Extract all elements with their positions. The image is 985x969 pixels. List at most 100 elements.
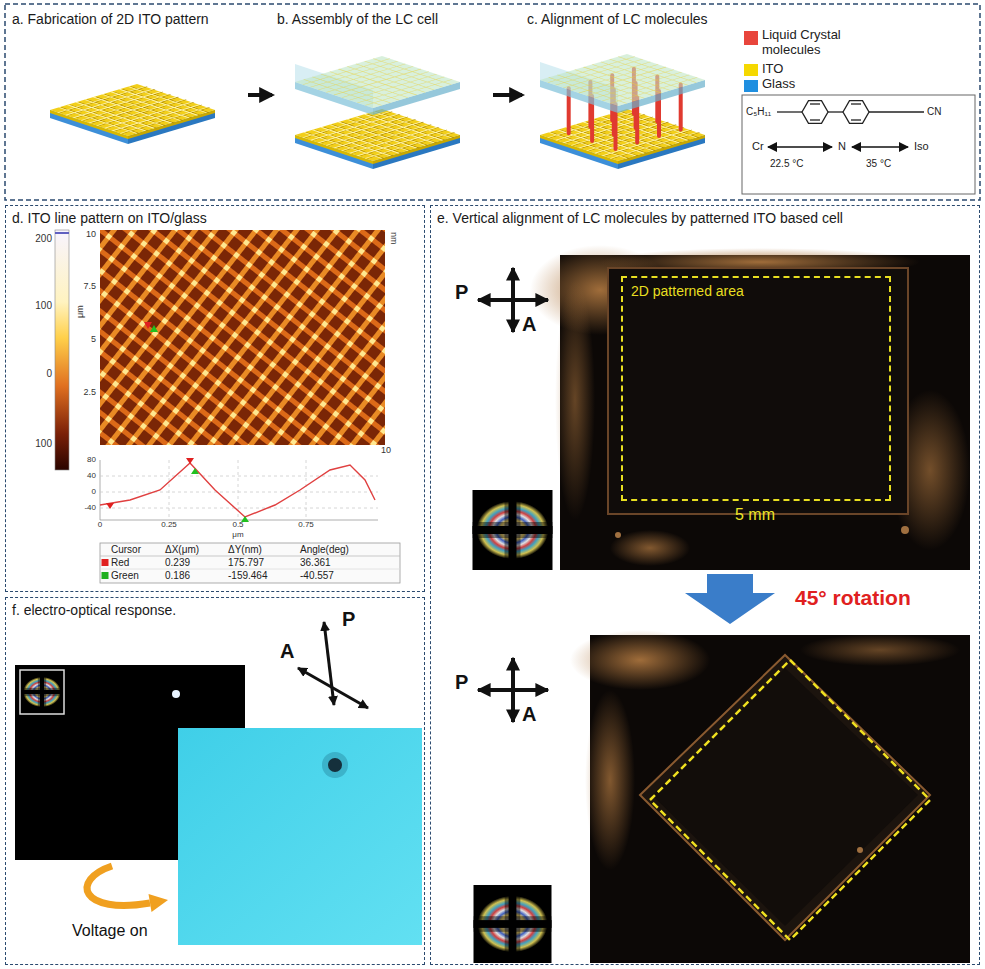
color-scale bbox=[55, 230, 69, 470]
rotation-arrow bbox=[685, 574, 775, 624]
chem-formula: C₅H₁₁ bbox=[746, 106, 771, 117]
axis-tick: 0.25 bbox=[161, 521, 177, 530]
glass-plate bbox=[295, 56, 460, 115]
region-outline: 2D patterned area bbox=[621, 276, 891, 501]
scale-tick: 100 bbox=[35, 300, 52, 311]
table-cell: -40.557 bbox=[300, 570, 334, 581]
axis-tick: 80 bbox=[87, 456, 96, 465]
structure-box bbox=[742, 95, 975, 194]
table-cell: 0.239 bbox=[165, 557, 190, 568]
axis-tick: 7.5 bbox=[83, 282, 96, 292]
polarizer-mark: P bbox=[455, 671, 468, 693]
panel-heading: c. Alignment of LC molecules bbox=[527, 11, 708, 28]
axis-tick: 0 bbox=[92, 488, 96, 497]
step-panel: a. Fabrication of 2D ITO pattern bbox=[10, 8, 245, 158]
scale-marker bbox=[55, 232, 69, 234]
axis-tick: 0.5 bbox=[232, 521, 243, 530]
table-cell: Red bbox=[111, 557, 129, 568]
table-header: ΔX(μm) bbox=[165, 544, 199, 555]
polarizer-mark: P bbox=[342, 608, 355, 630]
table-header: Cursor bbox=[111, 544, 141, 555]
action-label: Voltage on bbox=[72, 922, 148, 940]
panel-heading: 2D patterned area bbox=[631, 283, 744, 300]
table-header: Angle(deg) bbox=[300, 544, 349, 555]
panel-heading: a. Fabrication of 2D ITO pattern bbox=[12, 11, 209, 28]
defect-halo bbox=[322, 752, 348, 778]
scale-label: 5 mm bbox=[735, 506, 775, 524]
table-cell: Green bbox=[111, 570, 139, 581]
polarizer-cross bbox=[298, 622, 368, 708]
phase-name: Iso bbox=[914, 140, 929, 152]
legend-text: Glass bbox=[762, 77, 872, 92]
table-cell: 0.186 bbox=[165, 570, 190, 581]
polarizer-cross bbox=[478, 658, 548, 722]
analyzer-mark: A bbox=[280, 640, 294, 662]
axis-tick: -40 bbox=[84, 504, 96, 513]
arrow-head bbox=[149, 894, 169, 912]
defect-dot bbox=[328, 758, 342, 772]
profile-plot bbox=[100, 458, 378, 522]
pom-texture bbox=[530, 245, 970, 566]
analyzer-mark: A bbox=[522, 703, 536, 725]
axis-unit: μm bbox=[232, 531, 243, 540]
axis-tick: 2.5 bbox=[83, 388, 96, 398]
chem-group: CN bbox=[927, 106, 941, 117]
on-state-image bbox=[178, 728, 422, 945]
defect-dot bbox=[172, 690, 180, 698]
phase-name: N bbox=[838, 140, 846, 152]
table-header: ΔY(nm) bbox=[228, 544, 262, 555]
inset-frame bbox=[20, 670, 64, 714]
rotation-label: 45° rotation bbox=[795, 586, 911, 609]
panel-heading: b. Assembly of the LC cell bbox=[277, 11, 438, 28]
step-panel: c. Alignment of LC molecules bbox=[525, 8, 730, 158]
axis-tick: 0.75 bbox=[298, 521, 314, 530]
phase-name: Cr bbox=[752, 140, 764, 152]
axis-unit: μm bbox=[76, 305, 86, 318]
panel-heading: e. Vertical alignment of LC molecules by… bbox=[437, 210, 843, 227]
panel-outline bbox=[5, 4, 980, 200]
cursor-marks bbox=[144, 322, 158, 332]
table-cell: -159.464 bbox=[228, 570, 267, 581]
scale-tick: 100 bbox=[35, 438, 52, 449]
legend-swatch bbox=[744, 31, 758, 45]
axis-tick: 10 bbox=[381, 446, 391, 456]
legend-swatch bbox=[744, 64, 758, 76]
axis-tick: 10 bbox=[86, 230, 96, 240]
scale-tick: 200 bbox=[35, 233, 52, 244]
flow-arrow bbox=[248, 93, 272, 97]
panel-heading: d. ITO line pattern on ITO/glass bbox=[12, 210, 207, 227]
analyzer-mark: A bbox=[522, 313, 536, 335]
curved-arrow bbox=[87, 866, 150, 905]
legend-text: ITO bbox=[762, 62, 872, 77]
axis-tick: 40 bbox=[87, 472, 96, 481]
pom-texture bbox=[570, 630, 960, 940]
measure-table bbox=[100, 543, 400, 583]
legend-text: Liquid Crystal molecules bbox=[762, 28, 882, 58]
transition-temp: 35 °C bbox=[866, 158, 891, 169]
panel-box: f. electro-optical response. bbox=[5, 597, 425, 965]
ito-plate bbox=[295, 109, 462, 169]
rotated-area-outline bbox=[650, 660, 930, 940]
panel-box: d. ITO line pattern on ITO/glass bbox=[5, 205, 425, 592]
glass-plate bbox=[540, 54, 705, 113]
table-cell: 175.797 bbox=[228, 557, 264, 568]
panel-box: e. Vertical alignment of LC molecules by… bbox=[430, 205, 980, 965]
conoscopic-inset bbox=[473, 490, 553, 570]
axis-tick: 0 bbox=[98, 521, 102, 530]
conoscopic-inset bbox=[474, 885, 552, 963]
step-panel: b. Assembly of the LC cell bbox=[275, 8, 490, 158]
afm-image bbox=[100, 230, 385, 445]
panel-heading: f. electro-optical response. bbox=[12, 602, 176, 619]
chemical-structure bbox=[777, 101, 924, 124]
legend-swatch bbox=[744, 80, 758, 92]
transition-temp: 22.5 °C bbox=[770, 158, 803, 169]
axis-unit: nm bbox=[388, 232, 398, 245]
axis-tick: 5 bbox=[91, 335, 96, 345]
scale-tick: 0 bbox=[46, 368, 52, 379]
polarizer-mark: P bbox=[455, 281, 468, 303]
ito-plate bbox=[50, 84, 217, 144]
polarizer-cross bbox=[478, 268, 548, 332]
pom-image bbox=[560, 255, 970, 570]
